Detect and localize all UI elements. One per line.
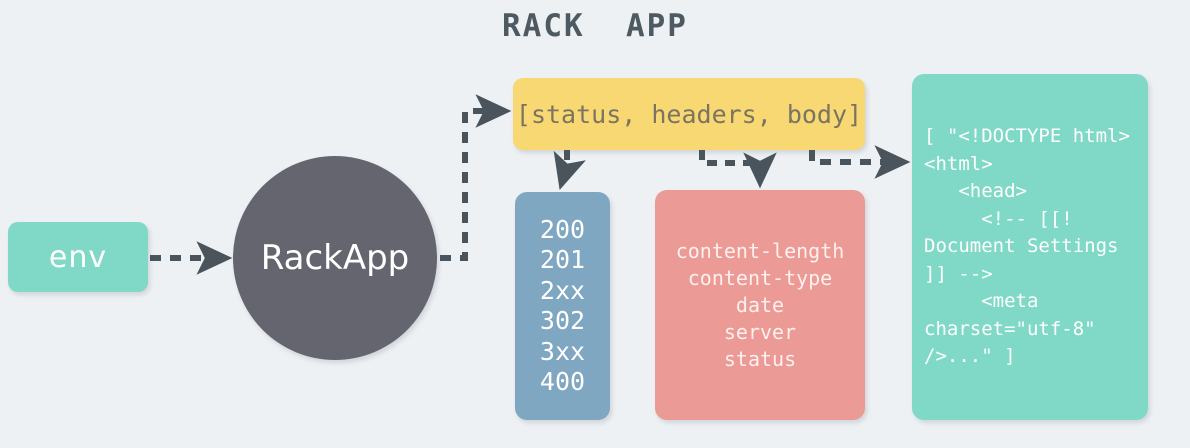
node-env-label: env: [48, 239, 108, 275]
node-response-triple-label: [status, headers, body]: [515, 99, 863, 129]
edge-rackapp-to-triple: [440, 94, 512, 261]
edge-triple-to-headers: [699, 150, 777, 189]
page-title: RACK APP: [502, 8, 688, 44]
body-code-text: [ "<!DOCTYPE html> <html> <head> <!-- [[…: [924, 125, 1130, 368]
node-env[interactable]: env: [8, 222, 148, 292]
node-status-codes[interactable]: 200 201 2xx 302 3xx 400: [515, 192, 610, 420]
status-code-list: 200 201 2xx 302 3xx 400: [539, 214, 586, 397]
node-body[interactable]: [ "<!DOCTYPE html> <html> <head> <!-- [[…: [912, 74, 1148, 420]
node-rackapp-label: RackApp: [260, 238, 410, 278]
node-headers[interactable]: content-length content-type date server …: [655, 190, 865, 420]
node-rackapp[interactable]: RackApp: [233, 156, 437, 360]
edge-triple-to-body: [809, 145, 911, 179]
header-name-list: content-length content-type date server …: [675, 238, 845, 371]
node-response-triple[interactable]: [status, headers, body]: [513, 78, 865, 150]
edge-triple-to-status: [553, 150, 586, 191]
